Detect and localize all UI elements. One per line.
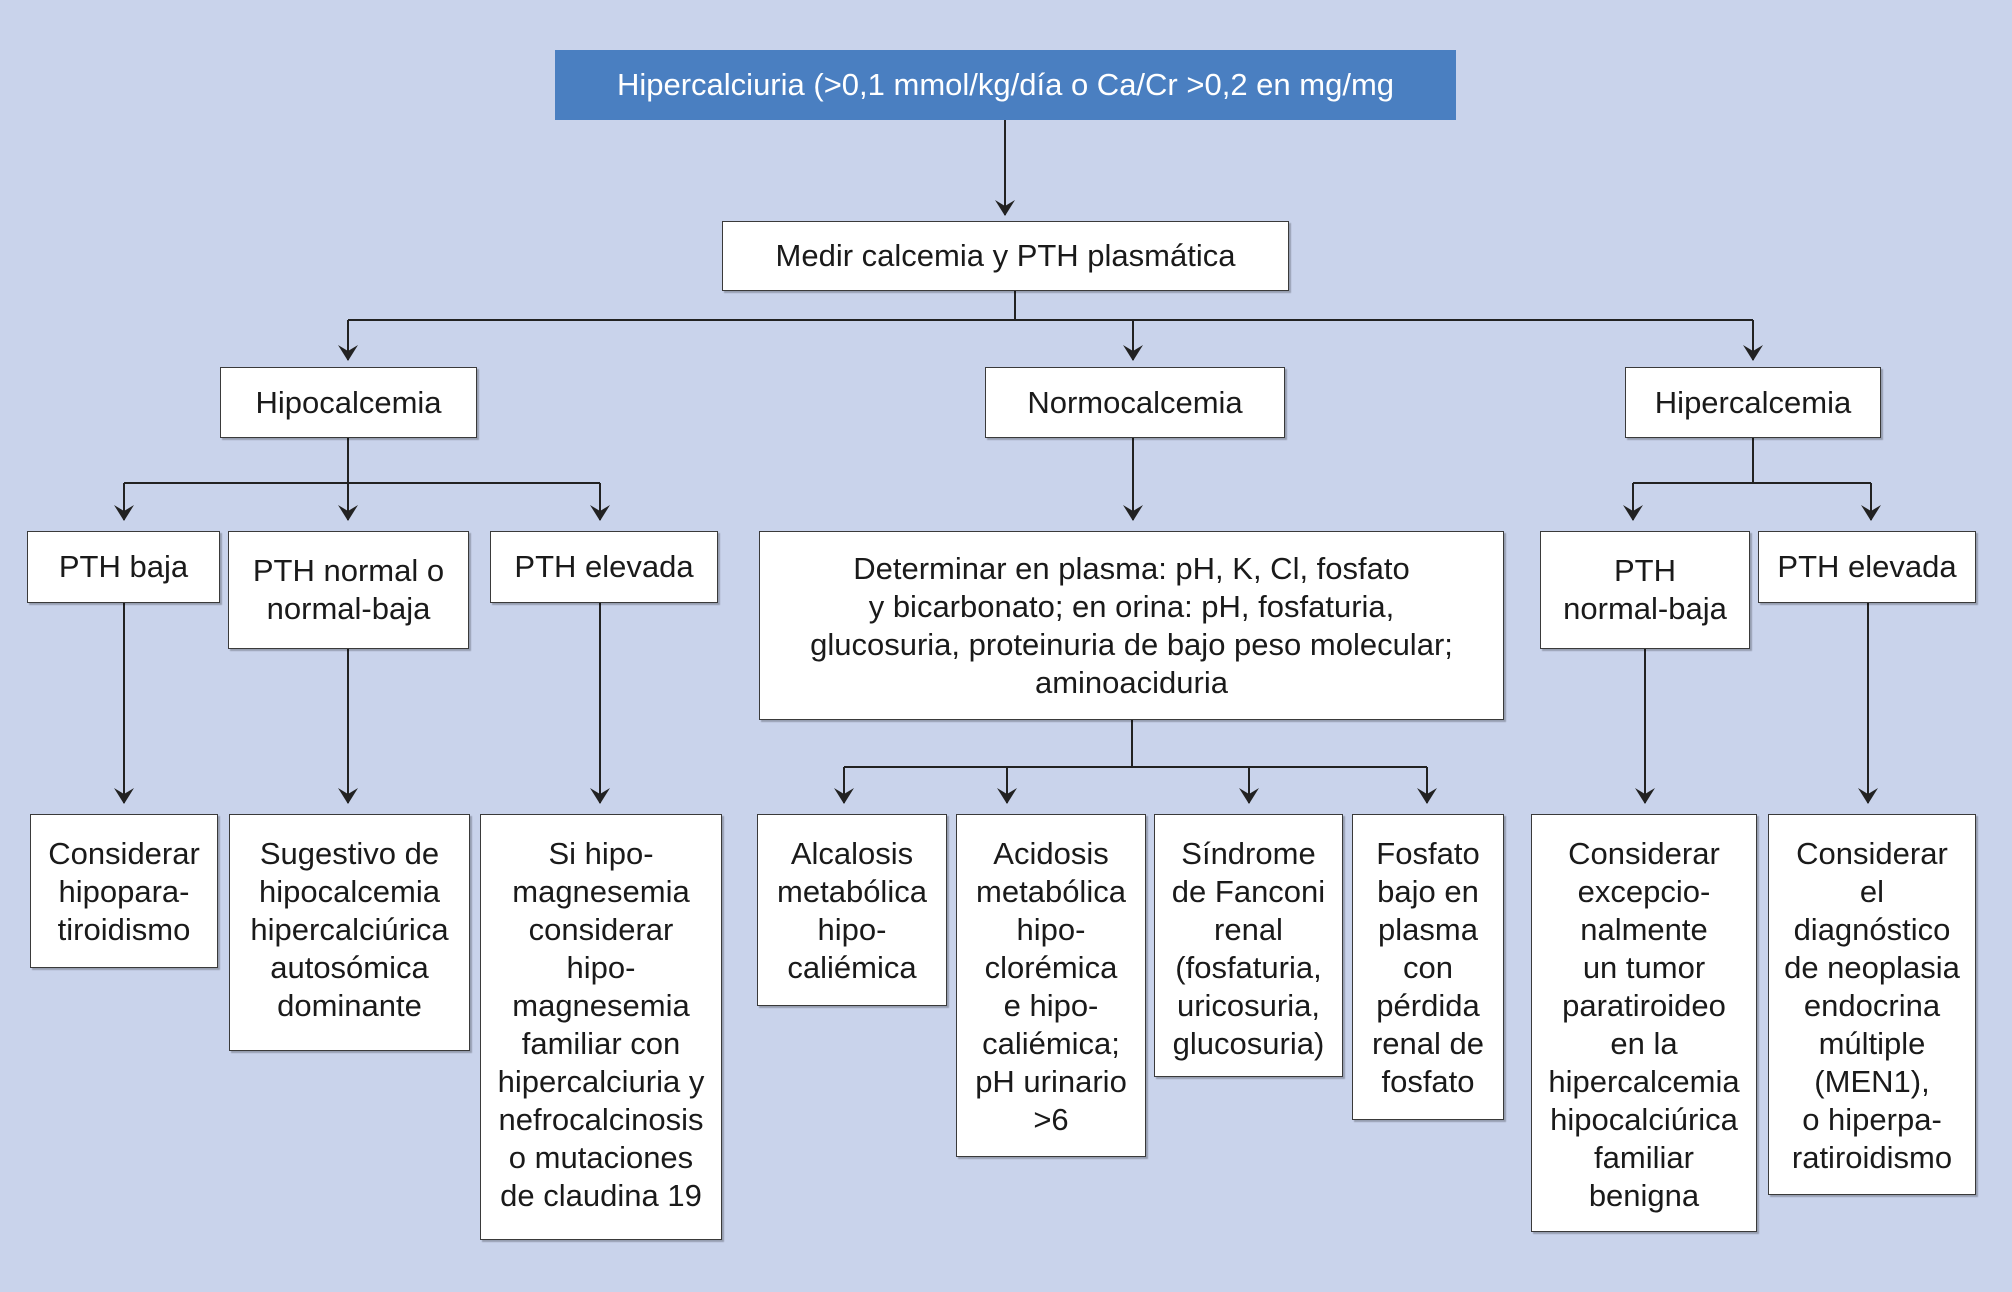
- outcome-tumor-paratiroideo: Considerar excepcio- nalmente un tumor p…: [1531, 814, 1757, 1232]
- pth-baja-node: PTH baja: [27, 531, 220, 603]
- outcome-hipomagnesemia-familiar: Si hipo- magnesemia considerar hipo- mag…: [480, 814, 722, 1240]
- outcome-hipoparatiroidismo: Considerar hipopara- tiroidismo: [30, 814, 218, 968]
- hypocalcemia-node: Hipocalcemia: [220, 367, 477, 438]
- outcome-fanconi: Síndrome de Fanconi renal (fosfaturia, u…: [1154, 814, 1343, 1077]
- pth-normal-baja-node: PTH normal-baja: [1540, 531, 1750, 649]
- hipercalcemia-node: Hipercalcemia: [1625, 367, 1881, 438]
- outcome-fosfato-bajo: Fosfato bajo en plasma con pérdida renal…: [1352, 814, 1504, 1120]
- normocalcemia-node: Normocalcemia: [985, 367, 1285, 438]
- outcome-hipocalcemia-autosomica: Sugestivo de hipocalcemia hipercalciúric…: [229, 814, 470, 1051]
- outcome-men1: Considerar el diagnóstico de neoplasia e…: [1768, 814, 1976, 1195]
- pth-elevada-hypo-node: PTH elevada: [490, 531, 718, 603]
- outcome-alcalosis: Alcalosis metabólica hipo- caliémica: [757, 814, 947, 1006]
- outcome-acidosis: Acidosis metabólica hipo- clorémica e hi…: [956, 814, 1146, 1157]
- determine-plasma-node: Determinar en plasma: pH, K, Cl, fosfato…: [759, 531, 1504, 720]
- root-node-hipercalciuria: Hipercalciuria (>0,1 mmol/kg/día o Ca/Cr…: [555, 50, 1456, 120]
- pth-normal-node: PTH normal o normal-baja: [228, 531, 469, 649]
- pth-elevada-hyper-node: PTH elevada: [1758, 531, 1976, 603]
- measure-node: Medir calcemia y PTH plasmática: [722, 221, 1289, 291]
